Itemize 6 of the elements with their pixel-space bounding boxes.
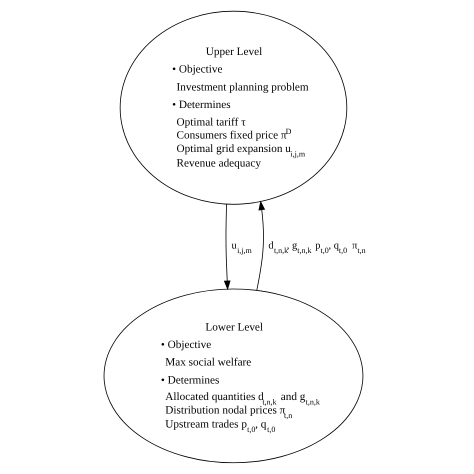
- arrow: [224, 204, 231, 290]
- arrow: [256, 200, 266, 291]
- node-ellipse: Lower Level • Objective Max social welfare • Determines Allocated quantities d$_{t,n,k}$ and g$_{t,n,k}$ Distribution nodal prices π$_{t,n}$ Upstream trades p$_{t,0}$, q$_{t,0}$: [104, 288, 364, 464]
- edge-label: d$_{t,n,k}$, g$_{t,n,k}$ p$_{t,0}$, q$_{t,0}$ π$_{t,n}$: [268, 240, 366, 256]
- node-ellipse: Upper Level • Objective Investment planning problem • Determines Optimal tariff τ Consumers fixed price π$^{D}$ Optimal grid expansion u$_{i,j,m}$ Revenue adequacy: [120, 10, 348, 205]
- edge-label: u$_{i,j,m}$: [231, 240, 252, 256]
